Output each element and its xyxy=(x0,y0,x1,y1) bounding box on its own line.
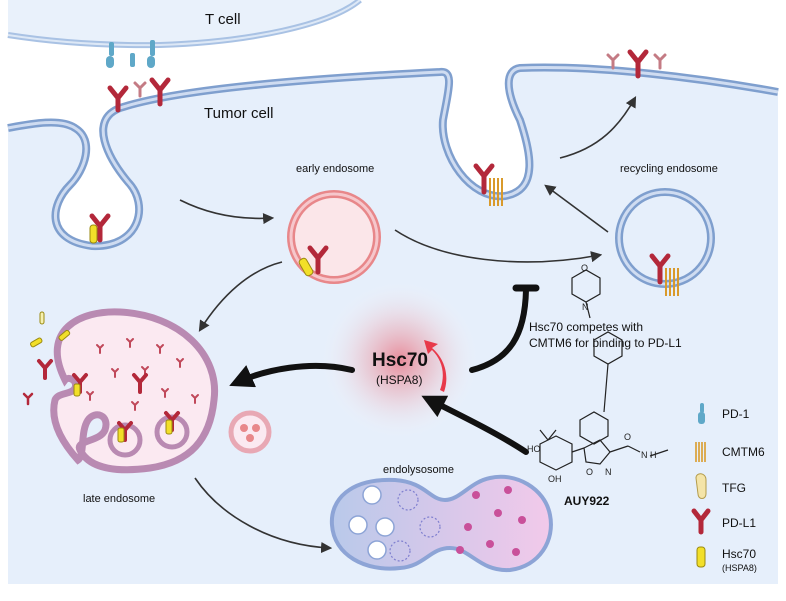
pd1-icon xyxy=(698,403,705,424)
chem-carbonyl-o: O xyxy=(624,432,631,442)
endolysosome-dashed-vesicles xyxy=(389,489,441,562)
legend-item-pd1: PD-1 xyxy=(698,403,750,424)
chem-ring-n: N xyxy=(605,467,612,477)
legend-item-pdl1: PD-L1 xyxy=(691,508,756,535)
morpholine-o: O xyxy=(581,263,588,273)
pdl1-soluble xyxy=(133,53,667,98)
recycling-endosome-cargo xyxy=(649,253,679,296)
pit-pdl1-hsc70 xyxy=(89,213,111,244)
late-endosome-hsc70 xyxy=(30,311,173,443)
hsc70-up-arrow xyxy=(424,340,447,392)
drug-label: AUY922 xyxy=(564,494,610,508)
endolysosome-enzymes xyxy=(456,486,526,556)
legend: PD-1 CMTM6 TFG PD-L1 Hsc70 (HSPA8) xyxy=(691,403,765,573)
tumor-cell-label: Tumor cell xyxy=(204,105,273,122)
degradation-vesicle xyxy=(228,410,272,454)
legend-label: Hsc70 xyxy=(722,547,756,561)
chem-ring-o: O xyxy=(586,467,593,477)
t-cell-label: T cell xyxy=(205,11,241,28)
legend-item-hsc70: Hsc70 (HSPA8) xyxy=(696,546,757,573)
legend-item-tfg: TFG xyxy=(695,473,746,499)
legend-sublabel: (HSPA8) xyxy=(722,563,757,573)
degradation-vesicle-contents xyxy=(240,424,260,442)
legend-label: PD-1 xyxy=(722,407,750,421)
endolysosome-vesicles xyxy=(348,485,395,560)
early-endosome-cargo xyxy=(298,245,329,277)
trafficking-arrows xyxy=(179,96,637,554)
early-endosome-label: early endosome xyxy=(296,163,374,175)
chem-amide-nh: N H xyxy=(641,450,657,460)
hsc70-label: Hsc70 xyxy=(372,350,428,371)
auy922-structure xyxy=(539,269,669,471)
compete-text-line2: CMTM6 for binding to PD-L1 xyxy=(529,336,682,350)
pdl1-surface xyxy=(107,77,171,113)
hspa8-label: (HSPA8) xyxy=(376,373,422,387)
compete-text-line1: Hsc70 competes with xyxy=(529,320,643,334)
pdl1-icon xyxy=(691,508,711,535)
pd1-receptor xyxy=(106,40,155,68)
legend-label: TFG xyxy=(722,481,746,495)
legend-label: CMTM6 xyxy=(722,445,765,459)
legend-label: PD-L1 xyxy=(722,516,756,530)
endolysosome-label: endolysosome xyxy=(383,464,454,476)
pdl1-recycled xyxy=(627,49,649,79)
legend-item-cmtm6: CMTM6 xyxy=(695,442,765,462)
morpholine-n: N xyxy=(582,302,589,312)
recycling-pit-contents xyxy=(473,163,503,206)
chem-oh: OH xyxy=(548,474,562,484)
tfg-icon xyxy=(695,473,707,499)
chem-ho: HO xyxy=(527,444,541,454)
hsc70-arrows xyxy=(229,284,540,455)
late-endosome-label: late endosome xyxy=(83,493,155,505)
cmtm6-icon xyxy=(695,442,706,462)
t-cell-body xyxy=(8,0,360,46)
late-endosome-fragments xyxy=(86,338,199,411)
recycling-endosome-label: recycling endosome xyxy=(620,163,718,175)
hsc70-icon xyxy=(696,546,706,568)
endolysosome xyxy=(329,474,553,573)
